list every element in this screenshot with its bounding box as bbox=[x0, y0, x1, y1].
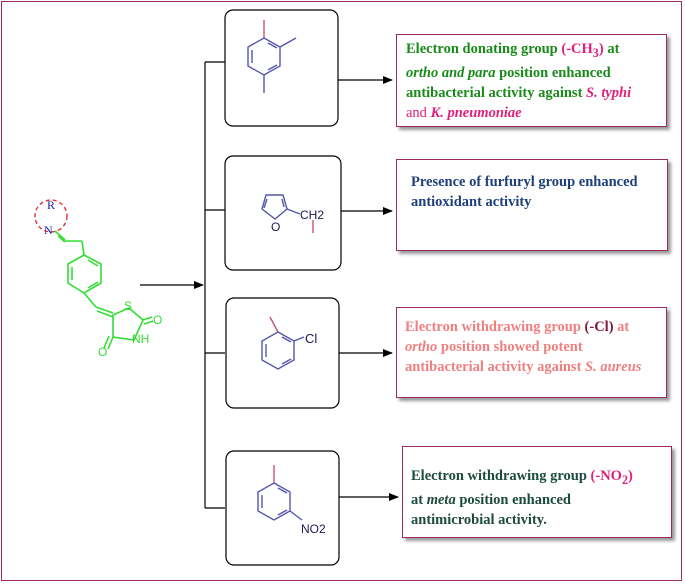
nh-label: NH bbox=[132, 332, 149, 346]
benzene-ring bbox=[67, 254, 102, 294]
o-label-2: O bbox=[98, 345, 107, 359]
structure-box-dimethyl bbox=[224, 9, 339, 127]
parent-molecule bbox=[34, 199, 154, 350]
thiazolidinedione-ring bbox=[112, 307, 144, 341]
structure-box-nitro bbox=[225, 450, 340, 566]
n-label: N bbox=[44, 223, 53, 237]
connector-tree bbox=[140, 61, 399, 509]
ch2-label: CH2 bbox=[300, 208, 324, 222]
structure-box-chloro bbox=[225, 297, 340, 409]
furfuryl-structure bbox=[261, 194, 314, 233]
s-label: S bbox=[124, 299, 132, 313]
cl-label: Cl bbox=[305, 331, 317, 346]
o-label-1: O bbox=[153, 313, 162, 327]
note-furfuryl-antioxidant: Presence of furfuryl group enhanced anti… bbox=[396, 159, 668, 251]
chlorophenyl-structure bbox=[261, 316, 305, 370]
note-electron-withdrawing-no2: Electron withdrawing group (-NO2) at met… bbox=[402, 446, 672, 538]
furan-o-label: O bbox=[271, 220, 280, 234]
r-label: R bbox=[47, 198, 55, 212]
r-group-circle bbox=[34, 199, 68, 233]
note-electron-donating-ch3: Electron donating group (-CH3) at ortho … bbox=[396, 34, 667, 127]
no2-label: NO2 bbox=[301, 522, 326, 536]
imine-bond bbox=[54, 230, 66, 241]
nitrophenyl-structure bbox=[257, 465, 303, 521]
dimethylphenyl-structure bbox=[247, 20, 297, 93]
note-electron-withdrawing-cl: Electron withdrawing group (-Cl) at orth… bbox=[396, 307, 667, 398]
